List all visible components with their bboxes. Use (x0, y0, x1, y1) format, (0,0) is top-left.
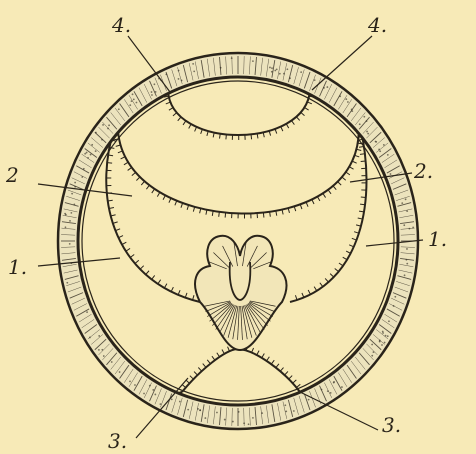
label-4-right: 4. (367, 13, 387, 37)
label-4-left: 4. (111, 13, 131, 37)
label-1-right: 1. (428, 227, 447, 251)
label-2-left: 2 (5, 163, 19, 187)
label-2-right: 2. (413, 159, 433, 183)
label-3-left: 3. (108, 429, 127, 453)
label-1-left: 1. (8, 255, 27, 279)
inner-wall-boundary (78, 77, 398, 405)
label-3-right: 3. (382, 413, 401, 437)
leader-4-right (312, 36, 372, 90)
